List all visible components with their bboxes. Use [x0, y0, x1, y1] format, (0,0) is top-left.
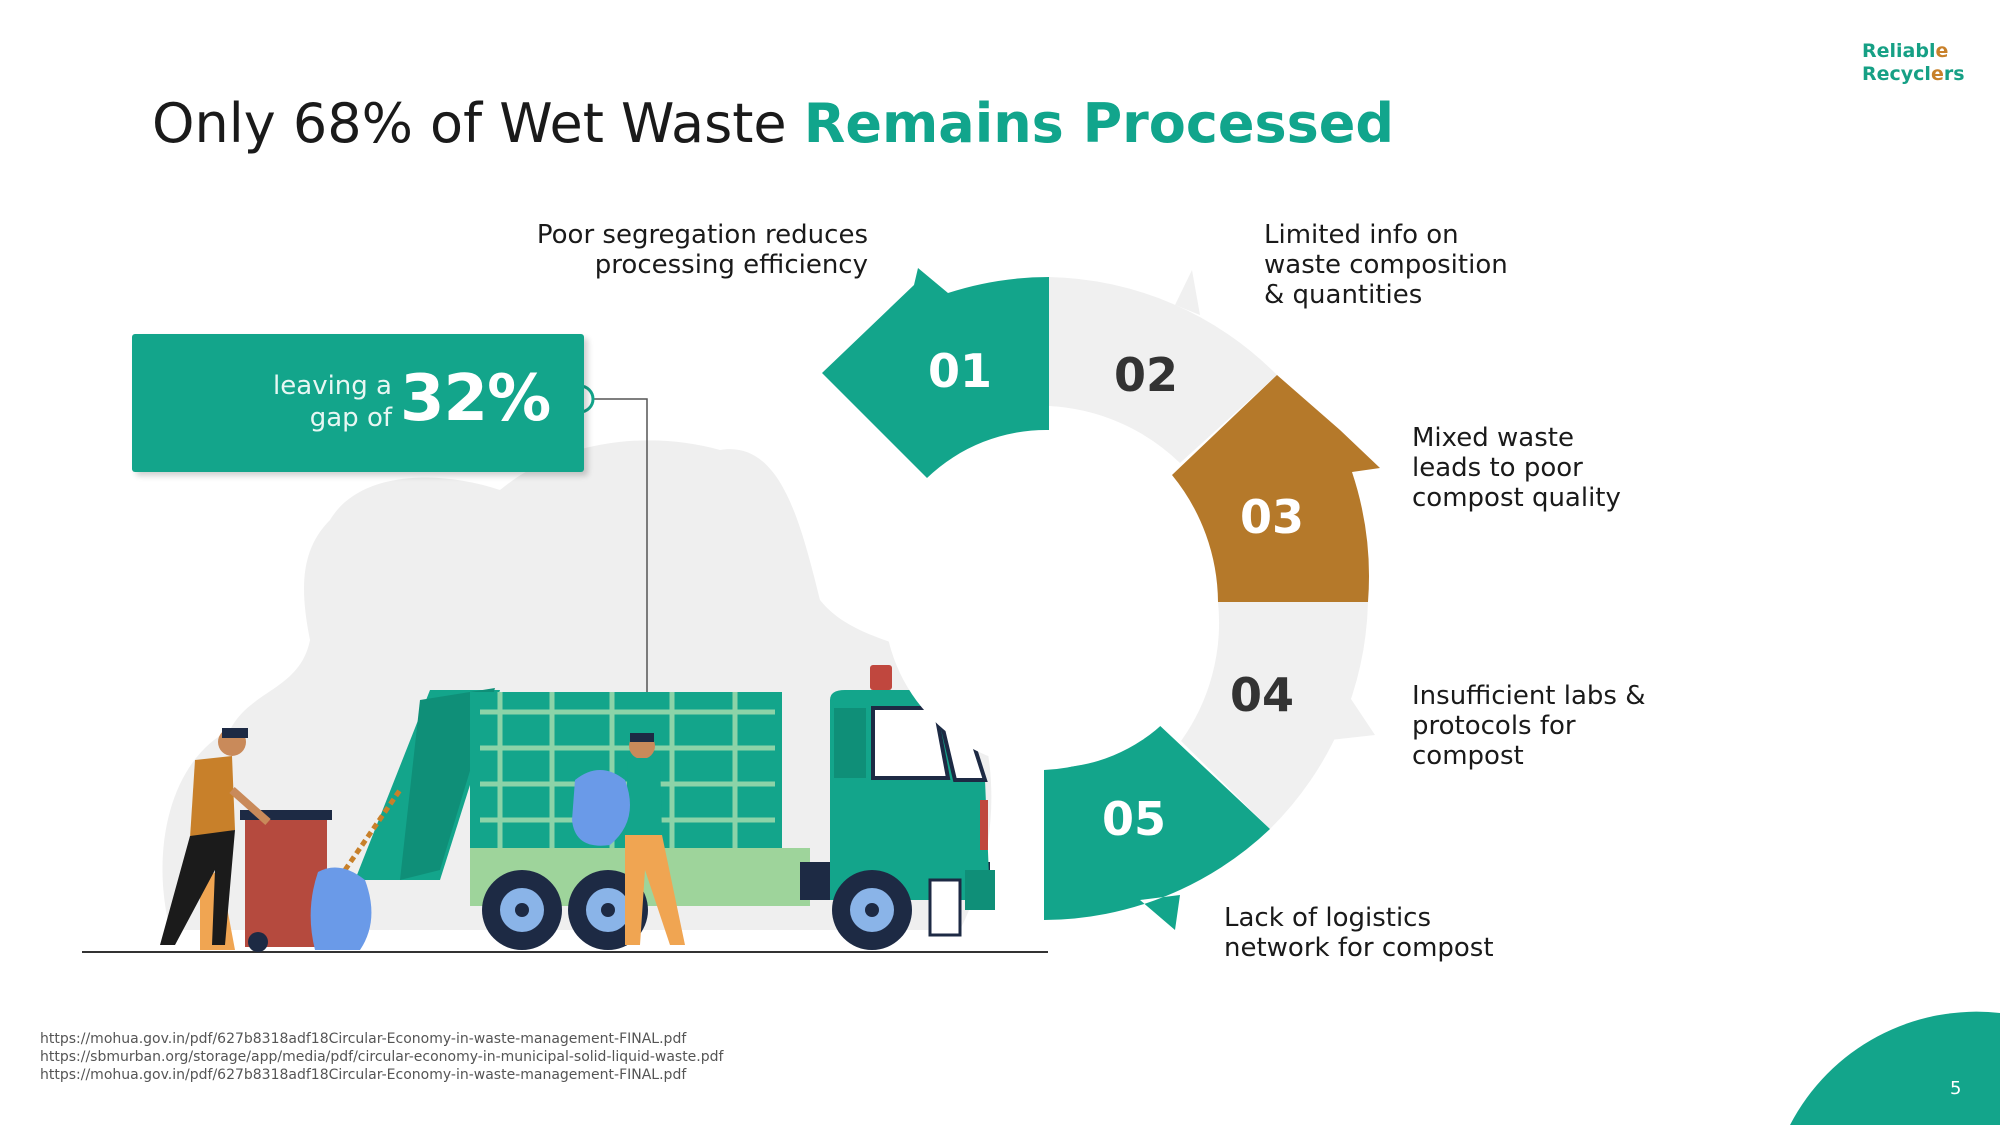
background-blob: [162, 440, 992, 930]
logo-text-2b: e: [1930, 63, 1944, 85]
callout-01-line2: processing efficiency: [594, 250, 868, 280]
segment-01: [822, 268, 1049, 478]
gap-value: 32%: [400, 362, 551, 436]
callout-step-01: Poor segregation reduces processing effi…: [510, 220, 868, 280]
segment-04: [1181, 602, 1368, 829]
worker-with-bin-illustration: [160, 728, 372, 952]
step-number-01: 01: [928, 344, 993, 398]
step-number-05: 05: [1102, 792, 1167, 846]
cycle-diagram: [822, 268, 1380, 930]
connector-line: [580, 398, 648, 700]
segment-03: [1172, 375, 1380, 602]
step-number-03: 03: [1240, 490, 1305, 544]
callout-05-line2: network for compost: [1224, 933, 1494, 963]
callout-01-line1: Poor segregation reduces: [536, 220, 868, 250]
source-link-1[interactable]: https://mohua.gov.in/pdf/627b8318adf18Ci…: [40, 1031, 687, 1047]
logo-text-2a: Recycl: [1862, 63, 1931, 85]
page-number: 5: [1950, 1078, 1962, 1099]
corner-decoration: [1790, 1011, 2000, 1125]
callout-03-line1: Mixed waste: [1412, 423, 1574, 453]
callout-03-line2: leads to poor: [1412, 453, 1583, 483]
title-highlight: Remains Processed: [803, 92, 1395, 155]
logo-text-2c: rs: [1943, 63, 1965, 85]
gap-label-line2: gap of: [309, 403, 392, 433]
callout-02-line3: & quantities: [1264, 280, 1423, 310]
garbage-truck-illustration: [342, 665, 995, 950]
gap-label: leaving a gap of: [192, 370, 392, 434]
callout-02-line1: Limited info on: [1264, 220, 1459, 250]
callout-02-line2: waste composition: [1264, 250, 1508, 280]
logo-text-1b: e: [1935, 40, 1949, 62]
segment-02: [1049, 277, 1277, 463]
step-number-02: 02: [1114, 348, 1179, 402]
slide-title: Only 68% of Wet Waste Remains Processed: [152, 92, 1394, 155]
callout-step-03: Mixed waste leads to poor compost qualit…: [1412, 423, 1621, 513]
callout-step-05: Lack of logistics network for compost: [1224, 903, 1494, 963]
step-number-04: 04: [1230, 668, 1295, 722]
callout-04-line1: Insufficient labs &: [1412, 681, 1646, 711]
callout-05-line1: Lack of logistics: [1224, 903, 1432, 933]
gap-label-line1: leaving a: [273, 371, 392, 401]
logo-text-1a: Reliabl: [1862, 40, 1936, 62]
callout-step-02: Limited info on waste composition & quan…: [1264, 220, 1508, 310]
callout-04-line3: compost: [1412, 741, 1524, 771]
callout-03-line3: compost quality: [1412, 483, 1621, 513]
worker-with-bag-illustration: [572, 733, 685, 945]
source-link-3[interactable]: https://mohua.gov.in/pdf/627b8318adf18Ci…: [40, 1067, 687, 1083]
callout-04-line2: protocols for: [1412, 711, 1576, 741]
sources-list: https://mohua.gov.in/pdf/627b8318adf18Ci…: [40, 1030, 723, 1084]
segment-05: [1044, 722, 1270, 930]
gap-highlight-box: leaving a gap of 32%: [132, 334, 584, 472]
company-logo: Reliable Recyclers: [1862, 40, 1965, 86]
source-link-2[interactable]: https://sbmurban.org/storage/app/media/p…: [40, 1049, 724, 1065]
cycle-center: [884, 436, 1216, 768]
title-plain: Only 68% of Wet Waste: [152, 92, 804, 155]
callout-step-04: Insufficient labs & protocols for compos…: [1412, 681, 1646, 771]
